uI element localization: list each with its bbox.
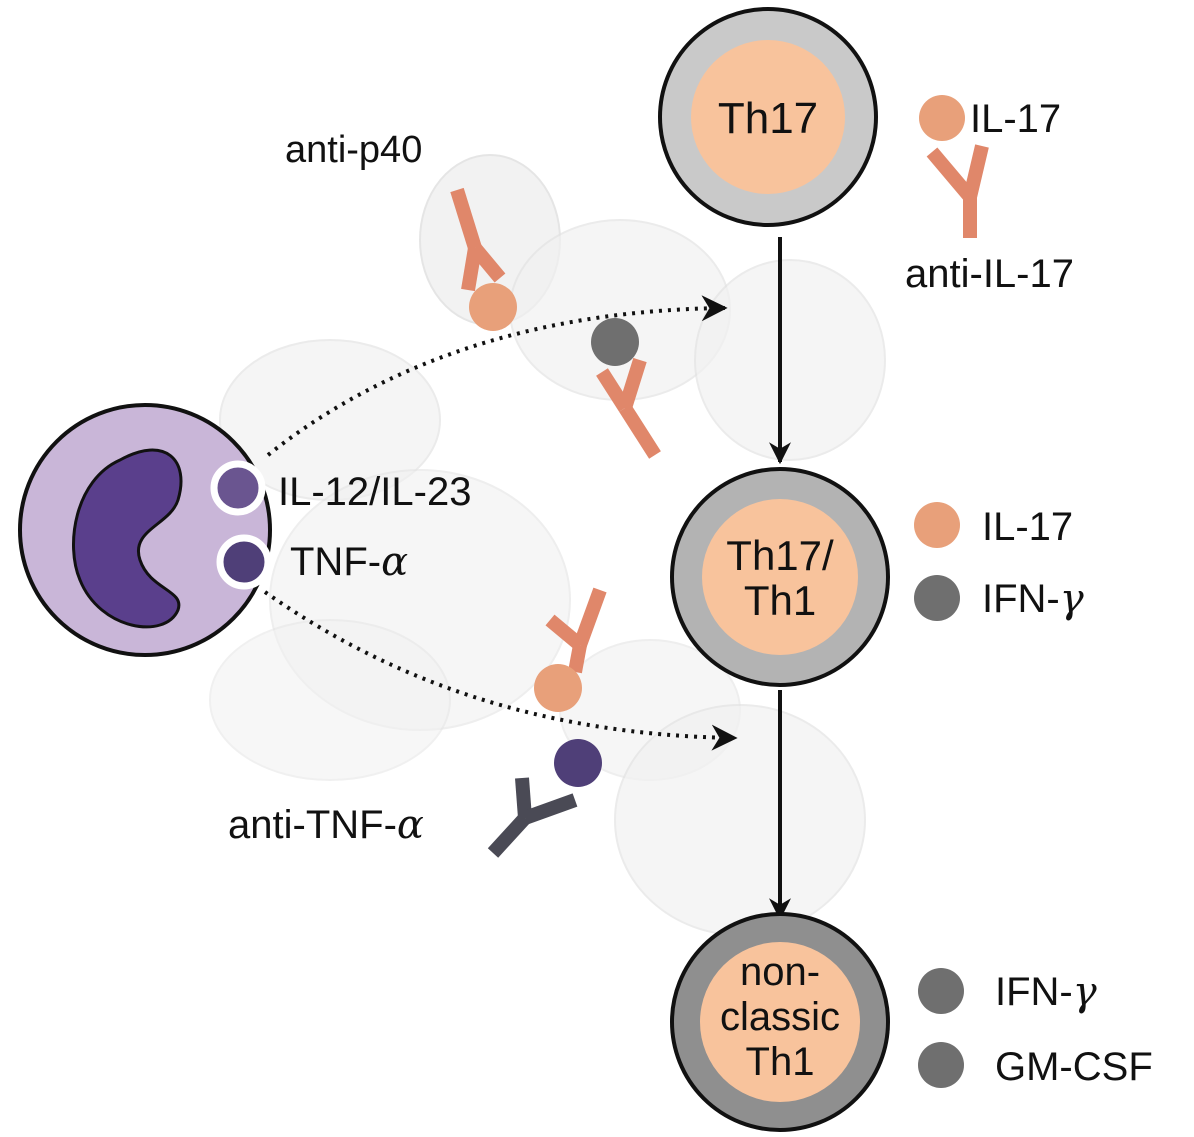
tnf-label: TNF-α xyxy=(290,539,408,585)
anti-tnf-antibody-icon xyxy=(487,777,578,858)
anti-p40-antibody-icon xyxy=(450,187,506,292)
anti-ifn-antibody-icon xyxy=(596,357,661,459)
th17-il17-label: IL-17 xyxy=(970,97,1061,141)
th17-th1-cell: Th17/ Th1 xyxy=(670,467,890,687)
mid-ifn-label: IFN-γ xyxy=(982,576,1084,622)
tnf-bound-cytokine xyxy=(554,739,602,787)
tnf-dotted-arrow xyxy=(263,590,738,751)
th17-il17-cytokine xyxy=(919,95,965,141)
macrophage xyxy=(18,403,272,657)
tnf-cytokine xyxy=(216,534,272,590)
bottom-ifn-label: IFN-γ xyxy=(995,969,1097,1015)
anti-p40-bound-cytokine xyxy=(469,283,517,331)
bottom-gmcsf-label: GM-CSF xyxy=(995,1045,1153,1089)
il12-il23-cytokine xyxy=(210,460,266,516)
mid-il17-cytokine xyxy=(914,502,960,548)
il12-il23-label: IL-12/IL-23 xyxy=(278,470,471,514)
nonclassic-th1-label-line3: Th1 xyxy=(746,1040,815,1084)
il12-il23-dotted-arrow xyxy=(266,295,728,457)
th17-cell-label: Th17 xyxy=(718,94,818,143)
th17-cell: Th17 xyxy=(658,7,878,227)
th17-th1-label-line1: Th17/ xyxy=(726,532,834,579)
anti-il17-label: anti-IL-17 xyxy=(905,252,1074,296)
lower-bound-cytokine xyxy=(534,664,582,712)
bottom-ifn-cytokine xyxy=(918,968,964,1014)
anti-tnf-label: anti-TNF-α xyxy=(228,802,424,848)
background-cells xyxy=(209,154,886,936)
mid-ifn-cytokine xyxy=(914,575,960,621)
anti-il17-antibody-icon xyxy=(926,144,989,238)
nonclassic-th1-label-line1: non- xyxy=(740,950,820,994)
anti-p40-label: anti-p40 xyxy=(285,129,422,171)
th17-th1-label-line2: Th1 xyxy=(744,577,816,624)
bottom-gmcsf-cytokine xyxy=(918,1042,964,1088)
nonclassic-th1-cell: non- classic Th1 xyxy=(670,912,890,1132)
ifn-gamma-bound-cytokine xyxy=(591,318,639,366)
lower-anti-p40-antibody-icon xyxy=(545,587,607,674)
nonclassic-th1-label-line2: classic xyxy=(720,995,840,1039)
macrophage-nucleus xyxy=(72,448,183,629)
mid-il17-label: IL-17 xyxy=(982,505,1073,549)
